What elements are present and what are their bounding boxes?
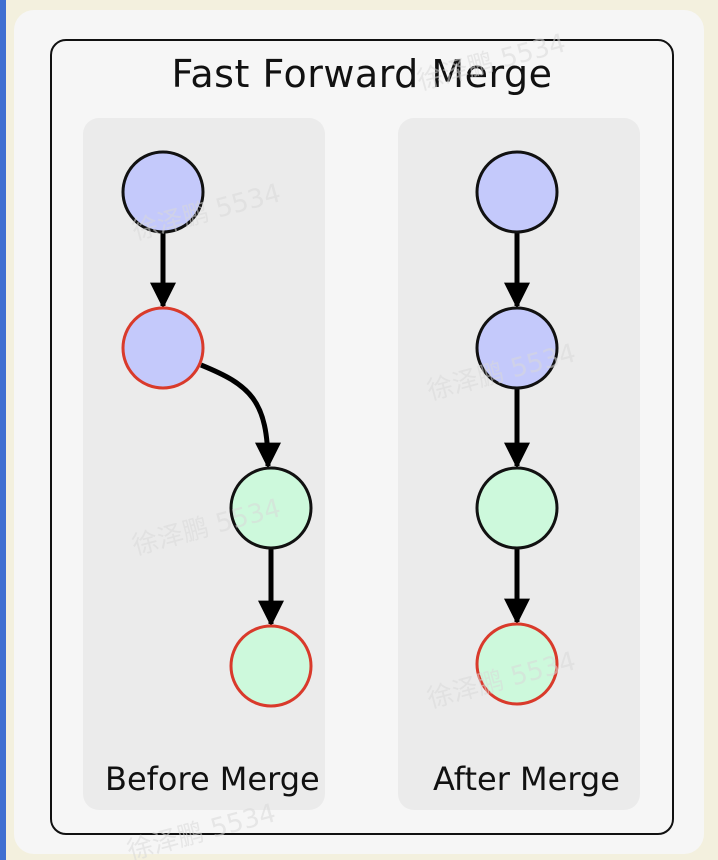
before-merge-label: Before Merge	[105, 760, 320, 798]
watermark-text: 徐泽鹏 5534	[124, 798, 279, 860]
before-commit-node-2	[121, 306, 205, 390]
before-commit-node-3	[229, 466, 313, 550]
before-commit-node-1	[121, 150, 205, 234]
before-commit-node-4	[229, 624, 313, 708]
diagram-title: Fast Forward Merge	[171, 52, 553, 96]
after-commit-node-2	[475, 306, 559, 390]
watermark-text: 徐泽鹏 5534	[129, 493, 284, 561]
before-edge-2	[200, 362, 281, 469]
after-commit-node-3	[475, 466, 559, 550]
after-commit-node-4	[475, 622, 559, 706]
after-merge-label: After Merge	[433, 760, 620, 798]
after-commit-node-1	[475, 150, 559, 234]
watermark-text: 徐泽鹏 5534	[414, 28, 569, 96]
